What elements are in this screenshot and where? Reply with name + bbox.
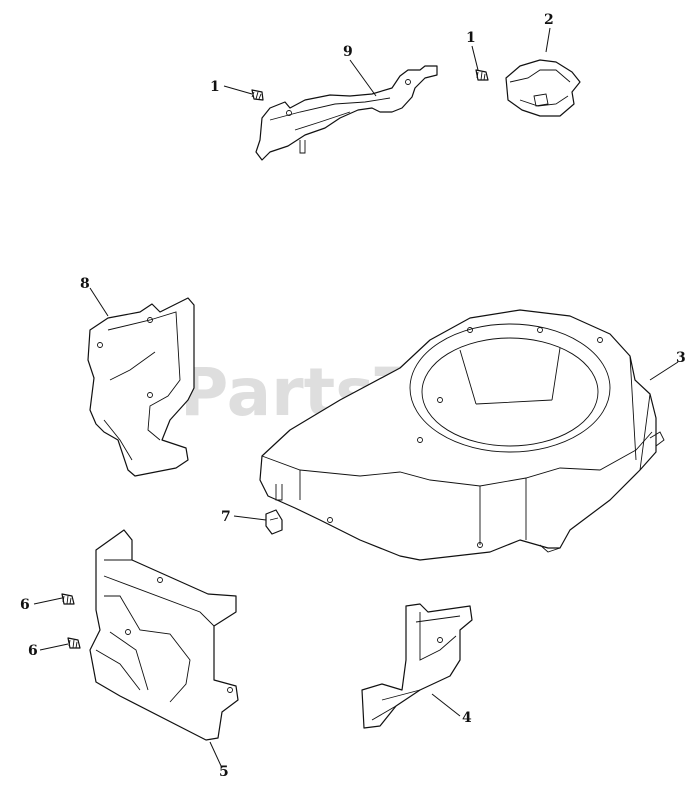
callout-8: 8	[80, 276, 90, 292]
callout-3: 3	[676, 350, 686, 366]
callout-labels: 1 9 1 2 8 3 7 6 6 4 5	[20, 12, 686, 780]
part-9-bracket[interactable]	[255, 65, 438, 161]
leader-lines	[33, 27, 679, 769]
part-8-shroud[interactable]	[87, 297, 195, 477]
callout-1-left: 1	[210, 79, 220, 95]
callout-4: 4	[462, 710, 472, 726]
callout-1-right: 1	[466, 30, 476, 46]
part-6-screw-upper[interactable]	[61, 593, 75, 605]
callout-6-lower: 6	[28, 643, 38, 659]
callout-6-upper: 6	[20, 597, 30, 613]
part-7-clip[interactable]	[265, 509, 283, 535]
part-3-blower-housing[interactable]	[259, 309, 665, 561]
part-1-screw-right[interactable]	[475, 69, 489, 81]
part-5-cylinder-shroud[interactable]	[89, 529, 239, 741]
callout-5: 5	[219, 764, 229, 780]
callout-7: 7	[221, 509, 231, 525]
part-2-cover[interactable]	[505, 59, 581, 117]
part-6-screw-lower[interactable]	[67, 637, 81, 649]
callout-2: 2	[544, 12, 554, 28]
part-4-baffle[interactable]	[361, 603, 473, 729]
part-1-screw-left[interactable]	[251, 89, 264, 101]
callout-9: 9	[343, 44, 353, 60]
